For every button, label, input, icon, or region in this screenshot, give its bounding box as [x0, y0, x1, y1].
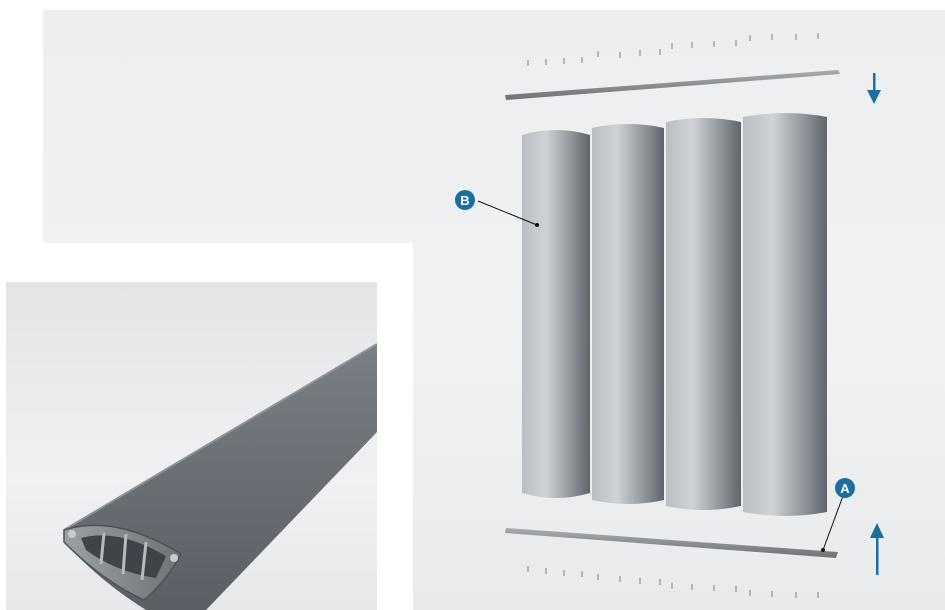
- callout-b: B: [455, 190, 475, 210]
- bottom-screws: [528, 566, 818, 598]
- callout-a: A: [835, 478, 855, 498]
- top-plate: [505, 70, 840, 100]
- top-screws: [528, 33, 818, 66]
- arrow-up-icon: [870, 523, 884, 575]
- profile-tubes: [522, 113, 827, 516]
- arrow-down-icon: [867, 73, 881, 104]
- bottom-plate: [505, 528, 838, 558]
